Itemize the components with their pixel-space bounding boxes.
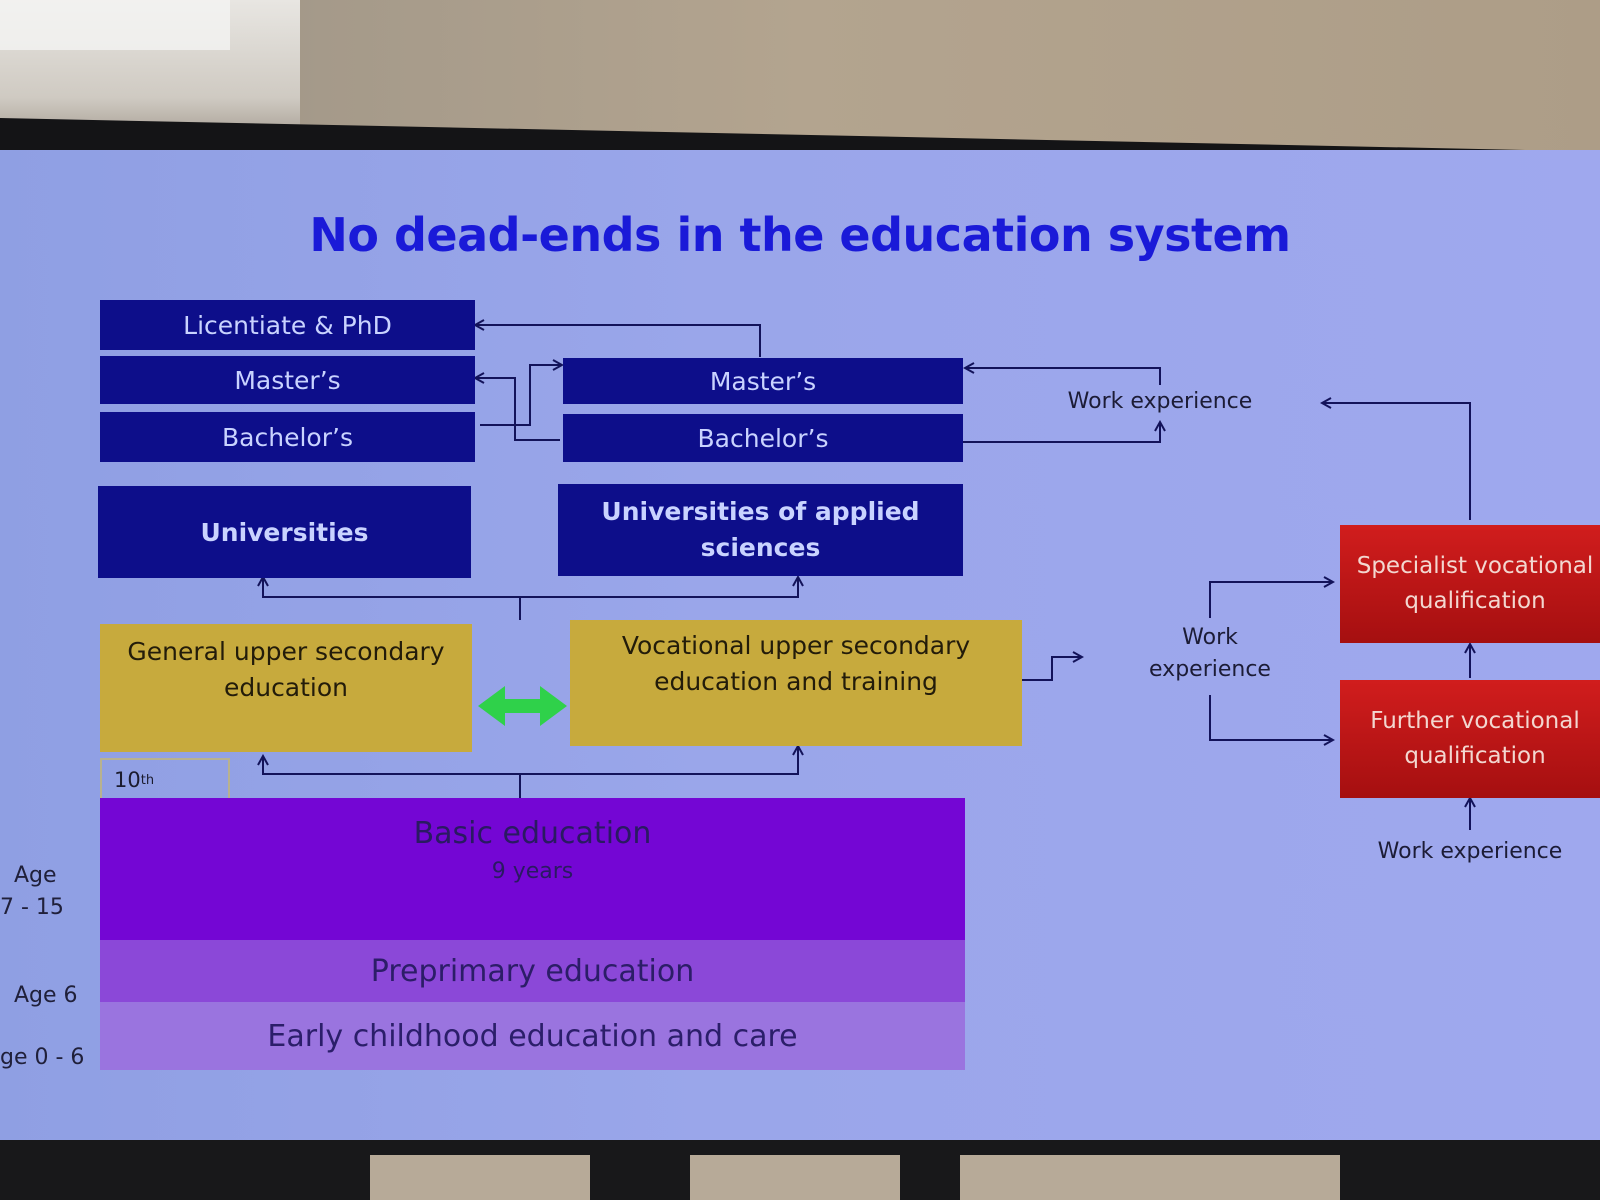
arrow-work-to-specialist bbox=[1209, 582, 1333, 618]
box-preprimary-education: Preprimary education bbox=[100, 940, 965, 1002]
box-universities-applied-sciences: Universities of applied sciences bbox=[558, 484, 963, 576]
tenth-number: 10 bbox=[114, 768, 141, 792]
box-univ-bachelors: Bachelor’s bbox=[100, 412, 475, 462]
stand-gap-right bbox=[960, 1155, 1340, 1200]
window-blind bbox=[0, 0, 300, 140]
box-general-upper-secondary: General upper secondary education bbox=[100, 624, 472, 752]
box-vocational-upper-secondary: Vocational upper secondary education and… bbox=[570, 620, 1022, 746]
basic-education-years: 9 years bbox=[491, 859, 574, 884]
arrow-specialist-to-work bbox=[1322, 403, 1471, 520]
arrow-vocational-to-work bbox=[1022, 657, 1082, 681]
age-label-basic-range: 7 - 15 bbox=[0, 895, 64, 920]
arrow-uas-bachelors-to-univ-masters bbox=[475, 378, 560, 441]
label-work-word: Work bbox=[1182, 625, 1238, 650]
basic-education-title: Basic education bbox=[413, 816, 652, 851]
box-uas-bachelors: Bachelor’s bbox=[563, 414, 963, 462]
slide-title: No dead-ends in the education system bbox=[309, 208, 1291, 262]
box-licentiate-phd: Licentiate & PhD bbox=[100, 300, 475, 350]
arrow-uas-bachelors-to-work bbox=[963, 422, 1160, 443]
label-work-experience-top: Work experience bbox=[1067, 389, 1253, 414]
box-further-vocational: Further vocational qualification bbox=[1340, 680, 1600, 798]
arrow-basic-to-vocational bbox=[520, 746, 798, 775]
box-uas-masters: Master’s bbox=[563, 358, 963, 404]
label-work-experience-bottom: Work experience bbox=[1377, 839, 1563, 864]
slide-screen: No dead-ends in the education system bbox=[0, 150, 1600, 1140]
arrow-work-to-further bbox=[1209, 695, 1333, 740]
age-label-early: ge 0 - 6 bbox=[0, 1045, 85, 1070]
box-universities: Universities bbox=[98, 486, 471, 578]
box-specialist-vocational: Specialist vocational qualification bbox=[1340, 525, 1600, 643]
arrow-basic-to-general bbox=[263, 756, 521, 798]
label-work-experience-mid: Work experience bbox=[1140, 622, 1280, 686]
arrow-uas-masters-to-phd bbox=[475, 325, 761, 357]
arrow-work-to-uas-masters bbox=[965, 368, 1161, 385]
stand-gap-left bbox=[370, 1155, 590, 1200]
two-way-arrow-icon bbox=[478, 686, 567, 726]
age-label-preprimary: Age 6 bbox=[14, 983, 78, 1008]
box-basic-education: Basic education 9 years bbox=[100, 798, 965, 948]
arrow-univ-bachelors-to-uas-masters bbox=[480, 365, 562, 426]
connector-lines bbox=[0, 150, 1600, 830]
age-label-basic-word: Age bbox=[14, 863, 57, 888]
box-early-childhood: Early childhood education and care bbox=[100, 1002, 965, 1070]
tenth-suffix: th bbox=[140, 772, 155, 788]
label-experience-word: experience bbox=[1149, 657, 1271, 682]
arrow-secondary-to-universities bbox=[263, 577, 521, 620]
box-univ-masters: Master’s bbox=[100, 356, 475, 404]
arrow-secondary-to-uas bbox=[520, 577, 798, 598]
stand-gap-mid bbox=[690, 1155, 900, 1200]
